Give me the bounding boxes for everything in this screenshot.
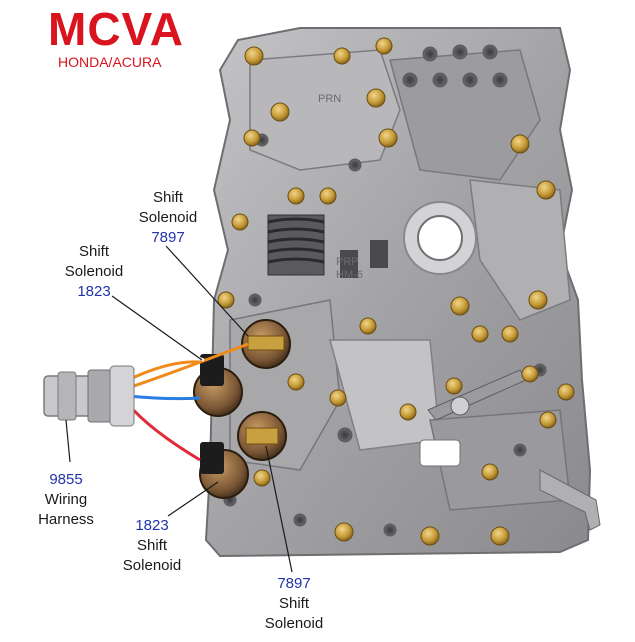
label-line1: Shift: [136, 537, 167, 554]
callout-line-9855: [65, 419, 71, 463]
label-line1: Shift: [278, 595, 309, 612]
label-line1: Shift: [78, 243, 109, 260]
part-number: 1823: [135, 517, 169, 534]
casting-mark-prn: PRN: [318, 93, 341, 105]
label-line2: Solenoid: [64, 263, 124, 280]
page-subtitle: HONDA/ACURA: [58, 54, 162, 70]
callout-line-1823-top: [111, 295, 203, 361]
part-number: 9855: [49, 471, 83, 488]
part-number: 7897: [151, 229, 185, 246]
label-line1: Wiring: [44, 491, 88, 508]
label-line1: Shift: [152, 189, 183, 206]
callout-line-7897-top: [165, 245, 249, 337]
label-shift-solenoid-7897-bottom: 7897 Shift Solenoid: [254, 574, 334, 634]
solenoid-1823-top: [193, 354, 243, 417]
casting-mark-prp: PRP: [336, 256, 359, 268]
label-line2: Solenoid: [264, 615, 324, 632]
label-shift-solenoid-1823-bottom: 1823 Shift Solenoid: [112, 516, 192, 576]
wiring-harness-connector: [43, 365, 135, 427]
page-title: MCVA: [48, 3, 185, 55]
label-wiring-harness-9855: 9855 Wiring Harness: [16, 470, 116, 530]
solenoid-7897-top: [241, 319, 291, 369]
solenoid-7897-bottom: [237, 411, 287, 461]
label-line2: Harness: [38, 511, 94, 528]
label-line2: Solenoid: [122, 557, 182, 574]
label-shift-solenoid-1823-top: Shift Solenoid 1823: [54, 242, 134, 302]
label-shift-solenoid-7897-top: Shift Solenoid 7897: [128, 188, 208, 248]
part-number: 7897: [277, 575, 311, 592]
part-number: 1823: [77, 283, 111, 300]
label-line2: Solenoid: [138, 209, 198, 226]
solenoid-1823-bottom: [199, 442, 249, 499]
callout-line-7897-bottom: [265, 445, 293, 573]
callout-line-1823-bottom: [167, 481, 219, 517]
casting-mark-hm6: HM-6: [336, 269, 363, 281]
